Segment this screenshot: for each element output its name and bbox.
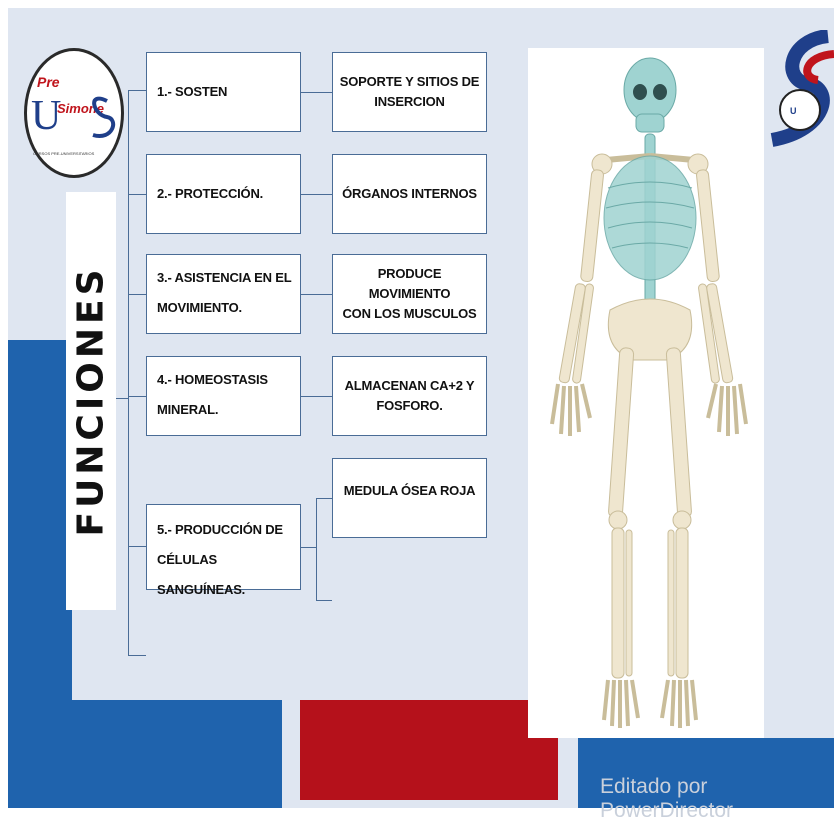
connector-end: [128, 655, 146, 656]
logo-pre-text: Pre: [37, 74, 60, 90]
function-4-box: 4.- HOMEOSTASIS MINERAL.: [146, 356, 301, 436]
detail-1-line-2: INSERCION: [374, 92, 444, 112]
detail-branch-5-bottom: [316, 600, 332, 601]
function-5-label-line-2: CÉLULAS SANGUÍNEAS.: [157, 545, 300, 605]
red-accent-block: [300, 700, 558, 800]
detail-connector-4: [300, 396, 332, 397]
side-title: FUNCIONES: [71, 265, 112, 536]
function-3-label-line-1: 3.- ASISTENCIA EN EL: [157, 263, 300, 293]
school-logo-icon: Pre U Simone CURSOS PRE-UNIVERSITARIOS: [27, 51, 121, 175]
detail-branch-5: [316, 498, 317, 600]
detail-1-line-1: SOPORTE Y SITIOS DE: [340, 72, 479, 92]
main-connector-line: [128, 90, 129, 656]
connector-1: [128, 90, 146, 91]
connector-5: [128, 546, 146, 547]
function-1-label: 1.- SOSTEN: [157, 77, 227, 107]
detail-4-line-1: ALMACENAN CA+2 Y: [345, 376, 475, 396]
detail-connector-1: [300, 92, 332, 93]
connector-4: [128, 396, 146, 397]
function-5-label-line-1: 5.- PRODUCCIÓN DE: [157, 515, 300, 545]
detail-connector-5: [300, 547, 316, 548]
detail-5-line-1: MEDULA ÓSEA ROJA: [344, 481, 476, 501]
detail-connector-2: [300, 194, 332, 195]
detail-3-line-2: CON LOS MUSCULOS: [342, 304, 476, 324]
connector-2: [128, 194, 146, 195]
function-2-label: 2.- PROTECCIÓN.: [157, 179, 263, 209]
detail-2-box: ÓRGANOS INTERNOS: [332, 154, 487, 234]
function-1-box: 1.- SOSTEN: [146, 52, 301, 132]
function-3-box: 3.- ASISTENCIA EN EL MOVIMIENTO.: [146, 254, 301, 334]
function-2-box: 2.- PROTECCIÓN.: [146, 154, 301, 234]
school-logo: Pre U Simone CURSOS PRE-UNIVERSITARIOS: [24, 48, 124, 178]
function-4-label-line-1: 4.- HOMEOSTASIS: [157, 365, 300, 395]
watermark-text: Editado por PowerDirector: [600, 775, 836, 823]
blue-accent-bottom-left: [8, 700, 282, 808]
function-4-label-line-2: MINERAL.: [157, 395, 300, 425]
logo-caption: CURSOS PRE-UNIVERSITARIOS: [33, 151, 95, 156]
detail-connector-3: [300, 294, 332, 295]
function-3-label-line-2: MOVIMIENTO.: [157, 293, 300, 323]
connector-3: [128, 294, 146, 295]
detail-5-box: MEDULA ÓSEA ROJA: [332, 458, 487, 538]
detail-4-box: ALMACENAN CA+2 Y FOSFORO.: [332, 356, 487, 436]
function-5-box: 5.- PRODUCCIÓN DE CÉLULAS SANGUÍNEAS.: [146, 504, 301, 590]
detail-3-line-1: PRODUCE MOVIMIENTO: [337, 264, 482, 304]
detail-4-line-2: FOSFORO.: [376, 396, 442, 416]
corner-logo-u: U: [790, 106, 797, 116]
detail-3-box: PRODUCE MOVIMIENTO CON LOS MUSCULOS: [332, 254, 487, 334]
corner-logo: U: [768, 30, 834, 160]
logo-u-letter: U: [31, 93, 61, 139]
detail-1-box: SOPORTE Y SITIOS DE INSERCION: [332, 52, 487, 132]
detail-2-line-1: ÓRGANOS INTERNOS: [342, 184, 477, 204]
school-logo-icon: U: [768, 30, 834, 160]
skeleton-card: [528, 48, 764, 738]
title-connector: [116, 398, 129, 399]
detail-branch-5-top: [316, 498, 332, 499]
human-skeleton-illustration: [528, 48, 764, 738]
